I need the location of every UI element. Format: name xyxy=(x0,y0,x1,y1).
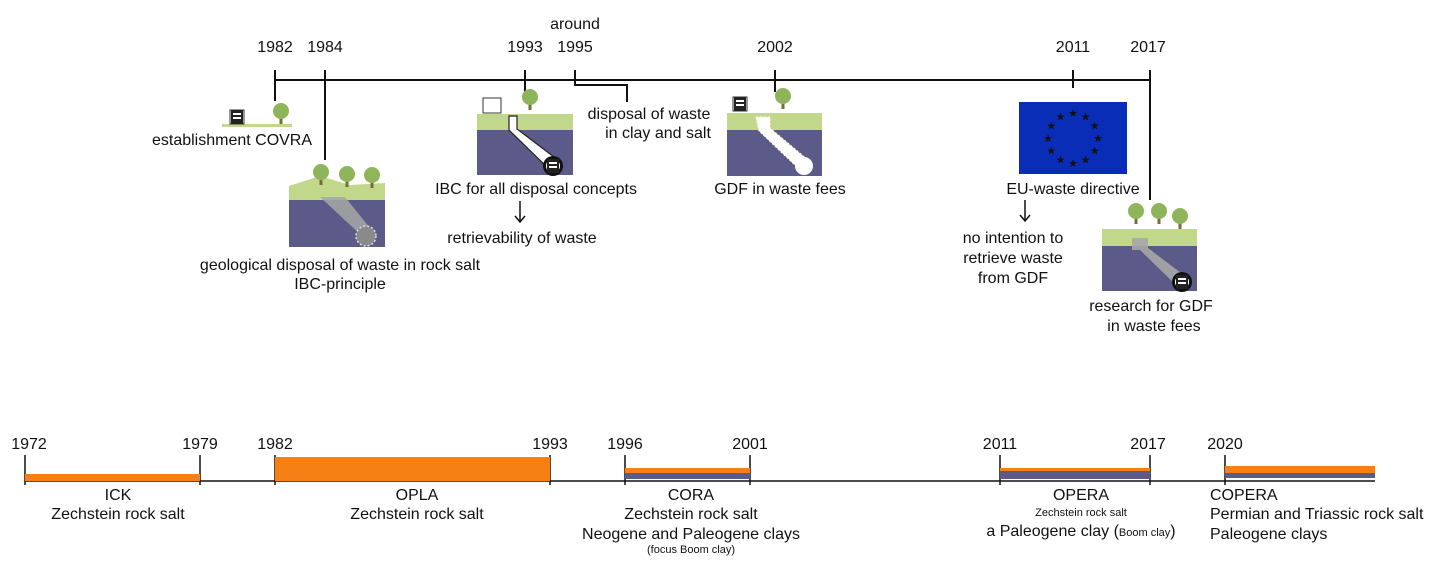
event-ibc-all: IBC for all disposal concepts xyxy=(435,181,637,198)
year-2011-label: 2011 xyxy=(1056,39,1091,56)
arrow-head xyxy=(1019,214,1031,223)
year-1993: 1993 xyxy=(532,436,568,453)
eu-star-icon: ★ xyxy=(1090,121,1100,133)
tick-1995 xyxy=(574,70,628,102)
covra-illustration xyxy=(222,103,292,127)
year-2001: 2001 xyxy=(732,436,768,453)
year-1993-label: 1993 xyxy=(507,39,543,56)
barrel-icon xyxy=(734,97,746,111)
eu-star-icon: ★ xyxy=(1093,133,1103,145)
tree-icon xyxy=(1151,203,1167,224)
bar-opla xyxy=(275,457,550,481)
program-copera-line1: Permian and Triassic rock salt xyxy=(1210,506,1424,523)
program-opera-line2: a Paleogene clay (Boom clay) xyxy=(986,523,1175,540)
year-1995-label: 1995 xyxy=(557,39,593,56)
eu-star-icon: ★ xyxy=(1056,111,1066,123)
event-rock-salt-line1: geological disposal of waste in rock sal… xyxy=(200,257,481,274)
eu-star-icon: ★ xyxy=(1056,155,1066,167)
barrel-icon xyxy=(231,110,243,124)
event-no-intention-line1: no intention to xyxy=(963,230,1064,247)
eu-star-icon: ★ xyxy=(1043,133,1053,145)
gdf-illustration xyxy=(727,88,822,176)
tree-icon xyxy=(273,103,289,124)
program-ick-line1: Zechstein rock salt xyxy=(51,506,185,523)
tree-icon xyxy=(775,88,791,109)
year-1979: 1979 xyxy=(182,436,218,453)
event-research-line2: in waste fees xyxy=(1107,318,1200,335)
around-label: around xyxy=(550,16,600,33)
bar-cora xyxy=(625,468,750,479)
year-1996: 1996 xyxy=(607,436,643,453)
year-2002-label: 2002 xyxy=(757,39,793,56)
barrel-icon xyxy=(1176,275,1188,289)
arrow-head xyxy=(514,215,526,224)
program-opera-name: OPERA xyxy=(1053,487,1109,504)
program-cora-line2: Neogene and Paleogene clays xyxy=(582,526,800,543)
research-illustration xyxy=(1102,203,1197,292)
ibc-illustration xyxy=(477,89,573,176)
eu-star-icon: ★ xyxy=(1081,155,1091,167)
year-1972: 1972 xyxy=(11,436,47,453)
event-clay-salt-line1: disposal of waste xyxy=(588,106,711,123)
event-rock-salt-line2: IBC-principle xyxy=(294,276,386,293)
eu-star-icon: ★ xyxy=(1081,111,1091,123)
event-research-line1: research for GDF xyxy=(1089,298,1213,315)
year-2017-label: 2017 xyxy=(1130,39,1166,56)
rock-salt-illustration xyxy=(289,164,385,247)
program-cora-note: (focus Boom clay) xyxy=(647,544,735,556)
eu-star-icon: ★ xyxy=(1068,158,1078,170)
year-1982: 1982 xyxy=(257,436,293,453)
program-opla-line1: Zechstein rock salt xyxy=(350,506,484,523)
year-1982-label: 1982 xyxy=(257,39,293,56)
event-gdf-fees: GDF in waste fees xyxy=(714,181,846,198)
bar-opera xyxy=(1000,468,1150,479)
event-clay-salt-line2: in clay and salt xyxy=(605,125,711,142)
barrel-icon xyxy=(547,159,559,173)
event-covra: establishment COVRA xyxy=(152,132,312,149)
year-2011: 2011 xyxy=(983,436,1018,453)
tree-icon xyxy=(1128,203,1144,224)
event-no-intention-line2: retrieve waste xyxy=(963,250,1063,267)
opera-line2-end: ) xyxy=(1170,523,1175,540)
event-eu-directive: EU-waste directive xyxy=(1006,181,1139,198)
opera-line2-main: a Paleogene clay ( xyxy=(986,523,1119,540)
program-copera-line2: Paleogene clays xyxy=(1210,526,1327,543)
bar-copera xyxy=(1225,466,1375,478)
program-opera-line1: Zechstein rock salt xyxy=(1035,507,1127,519)
tree-icon xyxy=(1172,208,1188,229)
eu-flag-icon: ★★★★★★★★★★★★ xyxy=(1019,102,1127,174)
program-cora-name: CORA xyxy=(668,487,715,504)
eu-star-icon: ★ xyxy=(1046,121,1056,133)
program-opla-name: OPLA xyxy=(396,487,439,504)
eu-star-icon: ★ xyxy=(1046,146,1056,158)
year-1984-label: 1984 xyxy=(307,39,343,56)
event-retrievability: retrievability of waste xyxy=(447,230,596,247)
event-no-intention-line3: from GDF xyxy=(978,270,1048,287)
program-ick-name: ICK xyxy=(105,487,132,504)
eu-star-icon: ★ xyxy=(1068,108,1078,120)
program-copera-name: COPERA xyxy=(1210,487,1278,504)
year-2020: 2020 xyxy=(1207,436,1243,453)
opera-line2-small: Boom clay xyxy=(1119,527,1171,539)
bar-ick xyxy=(25,474,200,481)
program-cora-line1: Zechstein rock salt xyxy=(624,506,758,523)
eu-star-icon: ★ xyxy=(1090,146,1100,158)
tree-icon xyxy=(522,89,538,110)
year-2017: 2017 xyxy=(1130,436,1166,453)
